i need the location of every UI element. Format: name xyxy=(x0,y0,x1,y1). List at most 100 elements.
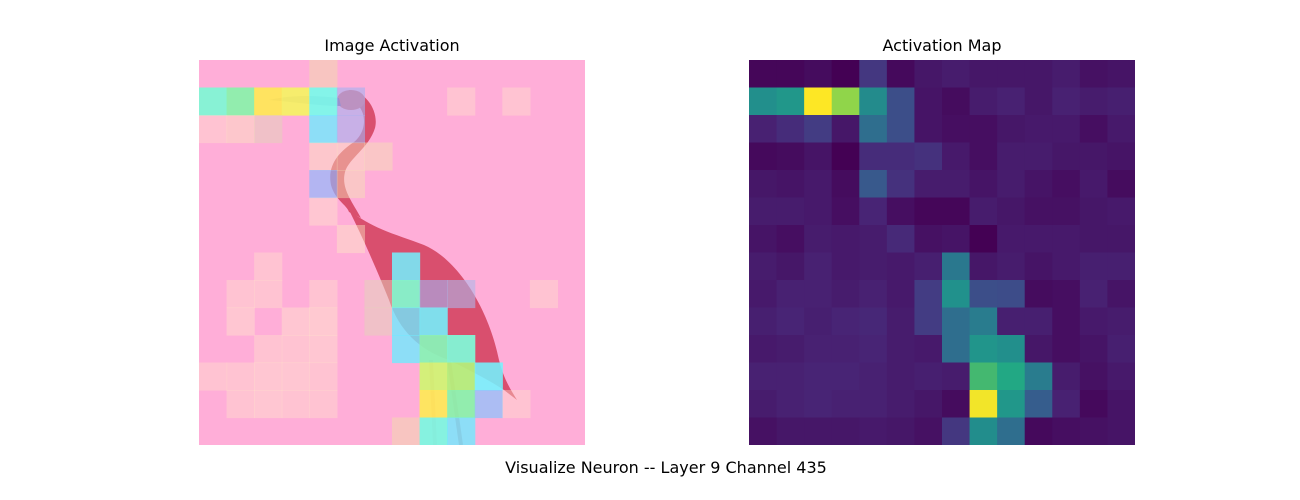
activation-cell-11-11 xyxy=(1052,362,1081,391)
overlay-cell-2-10 xyxy=(475,115,503,143)
overlay-cell-6-0 xyxy=(199,225,227,253)
activation-cell-4-6 xyxy=(914,170,943,199)
overlay-cell-12-9 xyxy=(447,390,476,419)
activation-cell-9-1 xyxy=(776,307,805,336)
overlay-cell-7-8 xyxy=(420,253,448,281)
activation-cell-3-10 xyxy=(1024,142,1053,171)
activation-cell-9-8 xyxy=(969,307,998,336)
overlay-cell-0-11 xyxy=(502,60,530,88)
overlay-cell-6-5 xyxy=(336,225,366,254)
activation-cell-3-4 xyxy=(859,142,888,171)
activation-cell-13-4 xyxy=(859,417,888,445)
activation-cell-8-9 xyxy=(997,280,1026,309)
activation-cell-8-7 xyxy=(942,280,971,309)
overlay-cell-3-7 xyxy=(392,143,420,171)
overlay-cell-11-10 xyxy=(474,362,503,391)
overlay-cell-2-5 xyxy=(336,115,366,144)
activation-cell-3-2 xyxy=(804,142,833,171)
overlay-cell-6-10 xyxy=(475,225,503,253)
overlay-cell-13-5 xyxy=(337,418,365,446)
activation-cell-10-10 xyxy=(1024,335,1053,364)
activation-cell-6-4 xyxy=(859,225,888,254)
overlay-cell-1-7 xyxy=(392,88,420,116)
activation-cell-1-0 xyxy=(749,87,778,116)
overlay-cell-10-5 xyxy=(337,335,365,363)
activation-cell-6-5 xyxy=(886,225,916,254)
activation-cell-9-5 xyxy=(886,307,916,336)
activation-cell-11-10 xyxy=(1024,362,1053,391)
overlay-cell-10-12 xyxy=(530,335,558,363)
overlay-cell-13-10 xyxy=(475,418,503,446)
overlay-cell-13-6 xyxy=(364,418,392,446)
overlay-cell-4-7 xyxy=(392,170,420,198)
activation-cell-2-3 xyxy=(831,115,860,144)
overlay-cell-1-13 xyxy=(557,88,585,116)
overlay-cell-13-11 xyxy=(502,418,530,446)
overlay-cell-0-12 xyxy=(530,60,558,88)
overlay-cell-1-1 xyxy=(226,87,255,116)
activation-cell-4-4 xyxy=(859,170,888,199)
overlay-cell-2-13 xyxy=(557,115,585,143)
overlay-cell-9-2 xyxy=(254,308,282,336)
overlay-cell-12-11 xyxy=(502,390,531,419)
activation-cell-9-12 xyxy=(1079,307,1109,336)
activation-cell-12-4 xyxy=(859,390,888,419)
activation-cell-12-10 xyxy=(1024,390,1053,419)
overlay-cell-8-1 xyxy=(226,280,255,309)
activation-cell-7-4 xyxy=(859,252,888,281)
activation-cell-13-13 xyxy=(1107,417,1135,445)
overlay-cell-2-0 xyxy=(199,115,228,144)
activation-cell-0-11 xyxy=(1052,60,1081,89)
overlay-cell-13-7 xyxy=(392,417,421,445)
activation-cell-1-13 xyxy=(1107,87,1135,116)
activation-cell-5-6 xyxy=(914,197,943,226)
image-activation-panel xyxy=(199,60,585,445)
activation-cell-5-11 xyxy=(1052,197,1081,226)
overlay-cell-3-11 xyxy=(502,143,530,171)
activation-cell-11-5 xyxy=(886,362,916,391)
overlay-cell-6-4 xyxy=(309,225,337,253)
activation-cell-9-9 xyxy=(997,307,1026,336)
activation-cell-4-11 xyxy=(1052,170,1081,199)
activation-cell-7-0 xyxy=(749,252,778,281)
activation-cell-6-9 xyxy=(997,225,1026,254)
activation-cell-3-13 xyxy=(1107,142,1135,171)
overlay-cell-6-2 xyxy=(254,225,282,253)
overlay-cell-0-10 xyxy=(475,60,503,88)
overlay-cell-1-8 xyxy=(420,88,448,116)
overlay-cell-7-12 xyxy=(530,253,558,281)
overlay-cell-10-4 xyxy=(309,335,338,364)
activation-cell-5-7 xyxy=(942,197,971,226)
activation-cell-1-5 xyxy=(886,87,916,116)
overlay-cell-12-0 xyxy=(199,390,227,418)
activation-cell-11-8 xyxy=(969,362,998,391)
overlay-cell-3-5 xyxy=(336,142,366,171)
overlay-cell-4-6 xyxy=(364,170,392,198)
overlay-cell-6-13 xyxy=(557,225,585,253)
overlay-cell-0-0 xyxy=(199,60,227,88)
overlay-cell-13-8 xyxy=(419,417,448,445)
activation-cell-12-13 xyxy=(1107,390,1135,419)
overlay-cell-12-1 xyxy=(226,390,255,419)
overlay-cell-1-9 xyxy=(447,87,476,116)
overlay-cell-10-11 xyxy=(502,335,530,363)
activation-cell-11-12 xyxy=(1079,362,1109,391)
activation-cell-3-7 xyxy=(942,142,971,171)
activation-cell-12-2 xyxy=(804,390,833,419)
activation-cell-0-0 xyxy=(749,60,778,89)
activation-cell-5-5 xyxy=(886,197,916,226)
overlay-cell-4-12 xyxy=(530,170,558,198)
activation-cell-11-1 xyxy=(776,362,805,391)
overlay-cell-6-7 xyxy=(392,225,420,253)
overlay-cell-10-8 xyxy=(419,335,448,364)
overlay-cell-4-11 xyxy=(502,170,530,198)
activation-cell-10-11 xyxy=(1052,335,1081,364)
overlay-cell-3-1 xyxy=(227,143,255,171)
activation-cell-5-4 xyxy=(859,197,888,226)
activation-cell-2-0 xyxy=(749,115,778,144)
overlay-cell-5-3 xyxy=(282,198,310,226)
overlay-cell-1-4 xyxy=(309,87,338,116)
activation-cell-7-10 xyxy=(1024,252,1053,281)
overlay-cell-12-3 xyxy=(281,390,310,419)
overlay-cell-9-1 xyxy=(226,307,255,336)
